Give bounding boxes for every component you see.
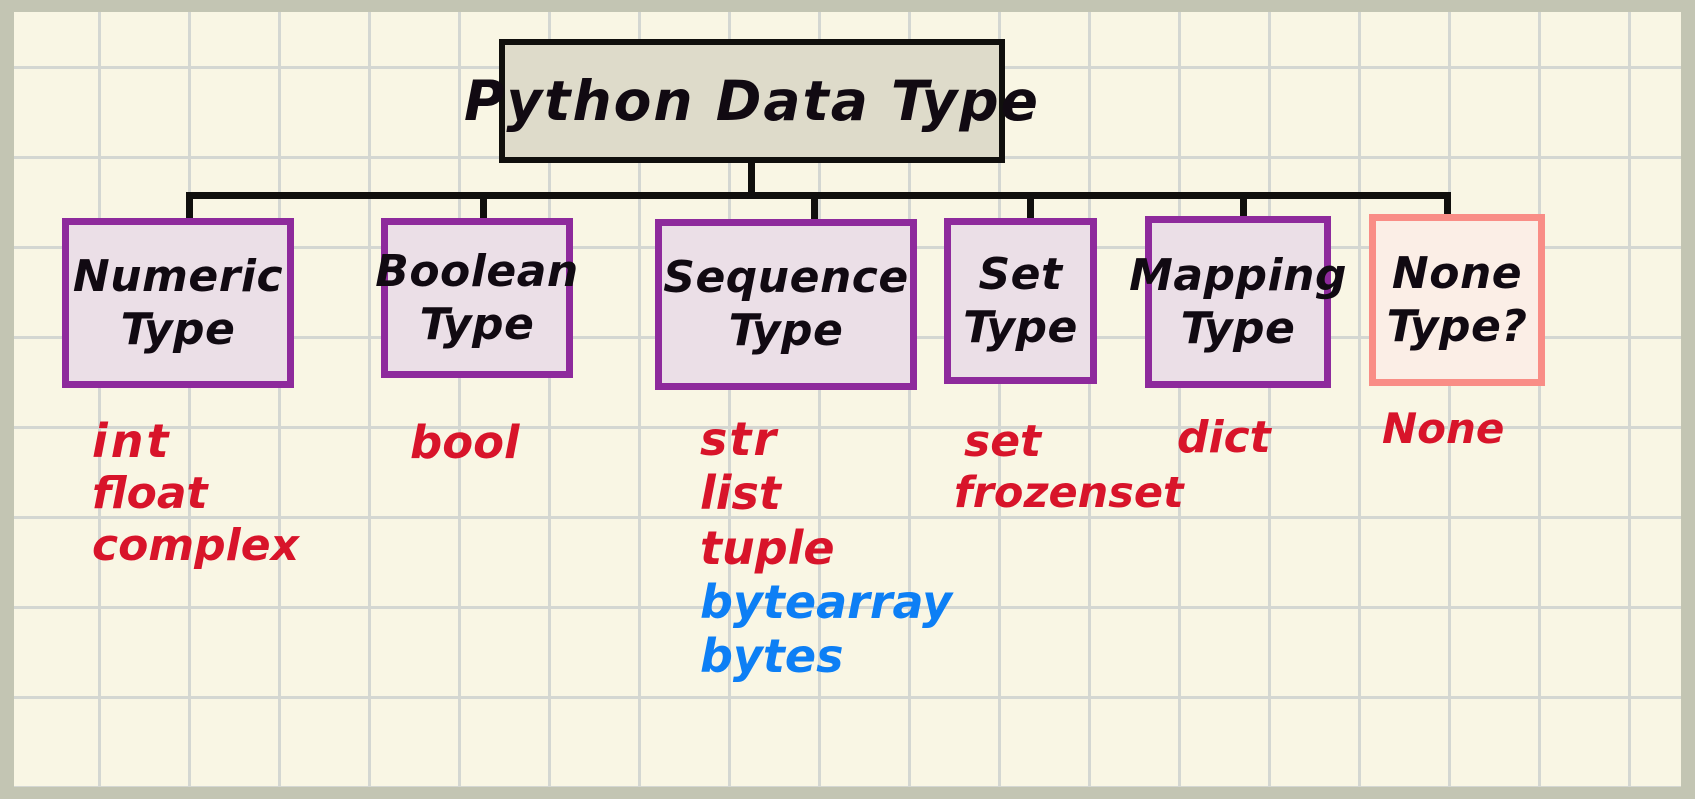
list-item: set <box>964 416 1042 467</box>
node-boolean-type[interactable]: Boolean Type <box>375 218 578 378</box>
node-label-line1: Python Data Type <box>464 68 1040 133</box>
node-label-line1: Mapping <box>1129 249 1347 301</box>
node-label-line2: Type <box>963 301 1078 353</box>
node-label-line2: Type <box>419 298 535 350</box>
node-set-type[interactable]: Set Type <box>944 218 1097 384</box>
list-item: bool <box>410 416 520 469</box>
item-list-set: set frozenset <box>954 416 1184 519</box>
node-label-line2: Type <box>1180 302 1296 354</box>
connector-stub-none <box>1444 192 1451 218</box>
list-item: float <box>92 468 208 520</box>
list-item: tuple <box>700 520 835 575</box>
node-mapping-type[interactable]: Mapping Type <box>1129 216 1346 388</box>
item-list-none: None <box>1382 404 1504 454</box>
connector-stub-sequence <box>811 192 818 222</box>
node-label-line2: Type <box>120 303 236 355</box>
node-label-line2: Type <box>728 305 844 356</box>
item-list-numeric: int float complex <box>92 414 299 572</box>
list-item: complex <box>92 520 299 572</box>
connector-stub-mapping <box>1240 192 1247 220</box>
node-none-type[interactable]: None Type? <box>1369 214 1545 386</box>
node-label-line1: None <box>1391 247 1523 299</box>
connector-root-stem <box>748 160 755 196</box>
node-numeric-type[interactable]: Numeric Type <box>62 218 294 388</box>
node-sequence-type[interactable]: Sequence Type <box>655 219 917 390</box>
node-label-line1: Sequence <box>663 252 909 303</box>
node-python-data-type[interactable]: Python Data Type <box>464 39 1038 163</box>
connector-stub-set <box>1027 192 1034 222</box>
list-item: list <box>700 466 781 521</box>
connector-horizontal-bar <box>186 192 1451 199</box>
node-label-line2: Type? <box>1386 300 1528 352</box>
list-item: int <box>92 414 172 468</box>
connector-stub-numeric <box>186 192 193 222</box>
list-item: str <box>700 412 779 466</box>
node-label-line1: Boolean <box>375 245 579 297</box>
list-item: bytearray <box>700 574 953 629</box>
item-list-mapping: dict <box>1177 412 1271 464</box>
list-item: bytes <box>700 629 844 684</box>
node-label-line1: Numeric <box>72 250 284 302</box>
list-item: frozenset <box>954 467 1184 518</box>
item-list-sequence: str list tuple bytearray bytes <box>700 412 952 683</box>
list-item: None <box>1382 404 1505 453</box>
item-list-boolean: bool <box>410 416 519 469</box>
list-item: dict <box>1177 412 1271 463</box>
node-label-line1: Set <box>978 248 1063 300</box>
grid-paper-background: Python Data Type Numeric Type Boolean Ty… <box>14 12 1681 787</box>
connector-stub-boolean <box>480 192 487 222</box>
